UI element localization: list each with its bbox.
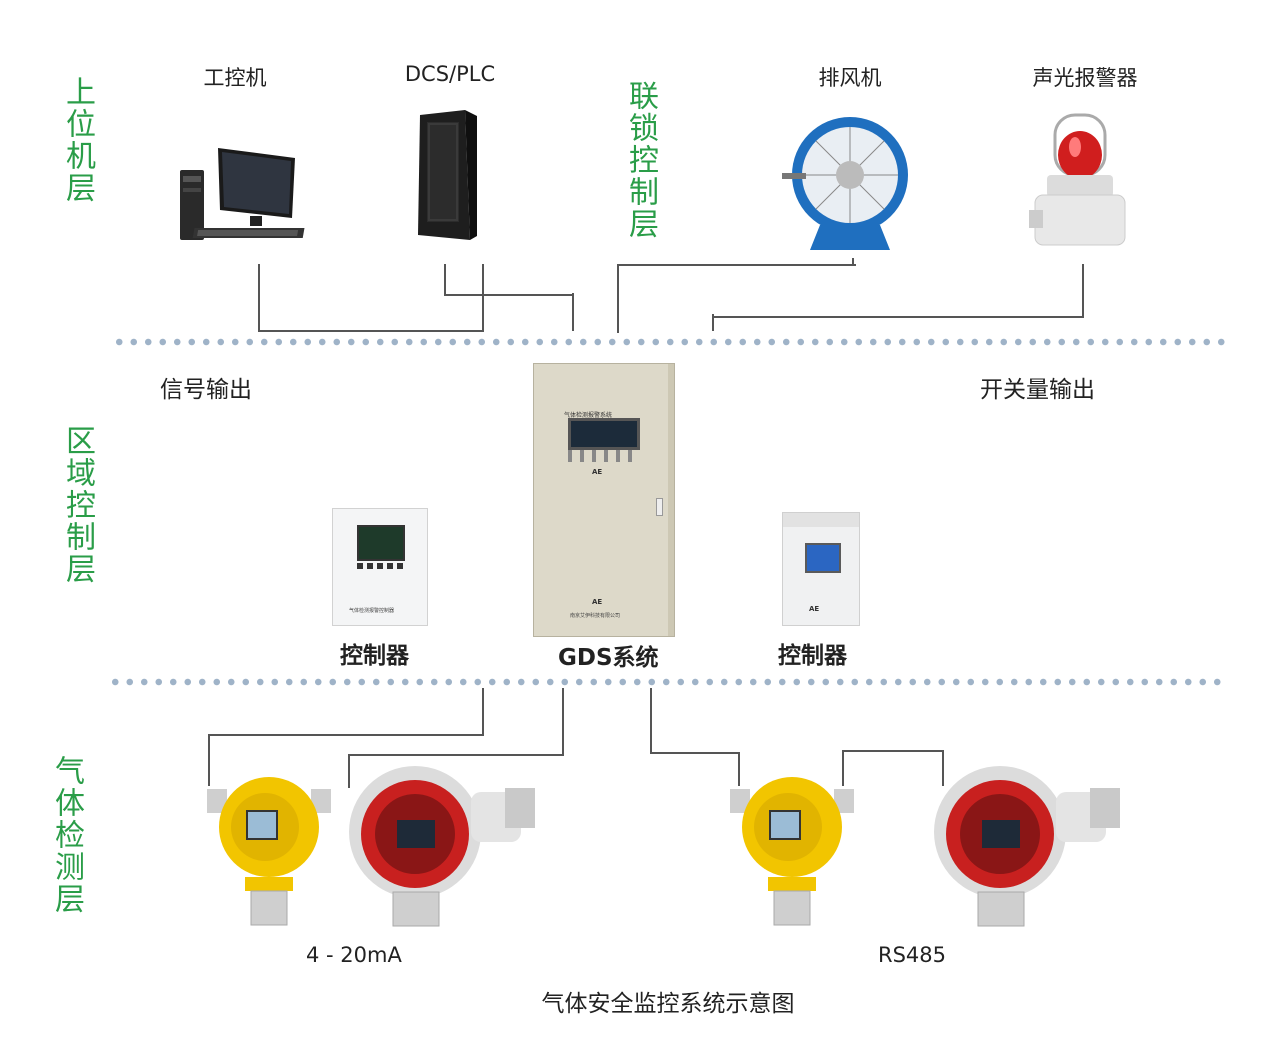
connector-fan-b [852,258,854,266]
gds-cabinet: 气体检测报警系统 AE AE 南京艾伊科技有限公司 [533,363,675,637]
fan-icon [782,117,908,250]
cabinet-company: 南京艾伊科技有限公司 [570,613,621,619]
cabinet-display [568,418,640,450]
alarm-light-icon [1029,113,1126,246]
connector-alarm-a [712,264,1084,318]
cabinet-panel-title: 气体检测报警系统 [564,412,613,419]
connector-dcs-b [572,293,574,331]
label-signal-output: 信号输出 [160,377,252,403]
connector-det3-a [650,688,740,754]
separator-top [112,338,1232,346]
label-ipc: 工控机 [203,66,267,90]
red-detector-left-icon [349,766,535,927]
layer-title-regional: 区域控制层 [60,425,95,585]
connector-ipc [258,264,484,332]
label-left-controller: 控制器 [340,643,409,669]
label-alarm: 声光报警器 [1032,66,1138,90]
yellow-detector-left-icon [207,777,331,926]
connector-det2-b [348,754,350,788]
label-gds: GDS系统 [558,645,659,671]
label-protocol-analog: 4 - 20mA [306,943,402,967]
left-controller-text: 气体检测报警控制器 [349,608,395,614]
connector-det4 [842,750,944,786]
label-fan: 排风机 [818,66,882,90]
cabinet-keypad [568,450,638,462]
right-controller-brand: AE [809,605,820,613]
label-protocol-rs485: RS485 [878,943,947,967]
connector-alarm-b [712,314,714,331]
label-dcs: DCS/PLC [404,62,496,86]
left-controller: 气体检测报警控制器 [332,508,428,626]
computer-icon [180,148,305,240]
cabinet-bottom-brand: AE [592,598,603,606]
red-detector-right-icon [934,766,1120,927]
connector-dcs-a [444,264,574,296]
connector-det2-a [348,688,564,756]
yellow-detector-right-icon [730,777,854,926]
connector-fan-a [617,264,856,333]
layer-title-interlock: 联锁控制层 [623,80,658,240]
left-controller-screen [357,525,405,561]
connector-det1-a [208,688,484,736]
connector-det3-b [738,752,740,786]
left-controller-buttons [357,563,403,569]
label-right-controller: 控制器 [778,643,847,669]
right-controller-header [783,513,859,527]
right-controller: AE [782,512,860,626]
right-controller-screen [805,543,841,573]
diagram-caption: 气体安全监控系统示意图 [541,991,795,1017]
label-switch-output: 开关量输出 [980,377,1095,403]
dcs-cabinet-icon [418,110,477,240]
connector-det1-b [208,734,210,786]
cabinet-handle [656,498,663,516]
separator-bottom [108,678,1223,686]
cabinet-brand: AE [592,468,603,476]
layer-title-host: 上位机层 [60,76,95,204]
layer-title-detection: 气体检测层 [49,755,84,915]
